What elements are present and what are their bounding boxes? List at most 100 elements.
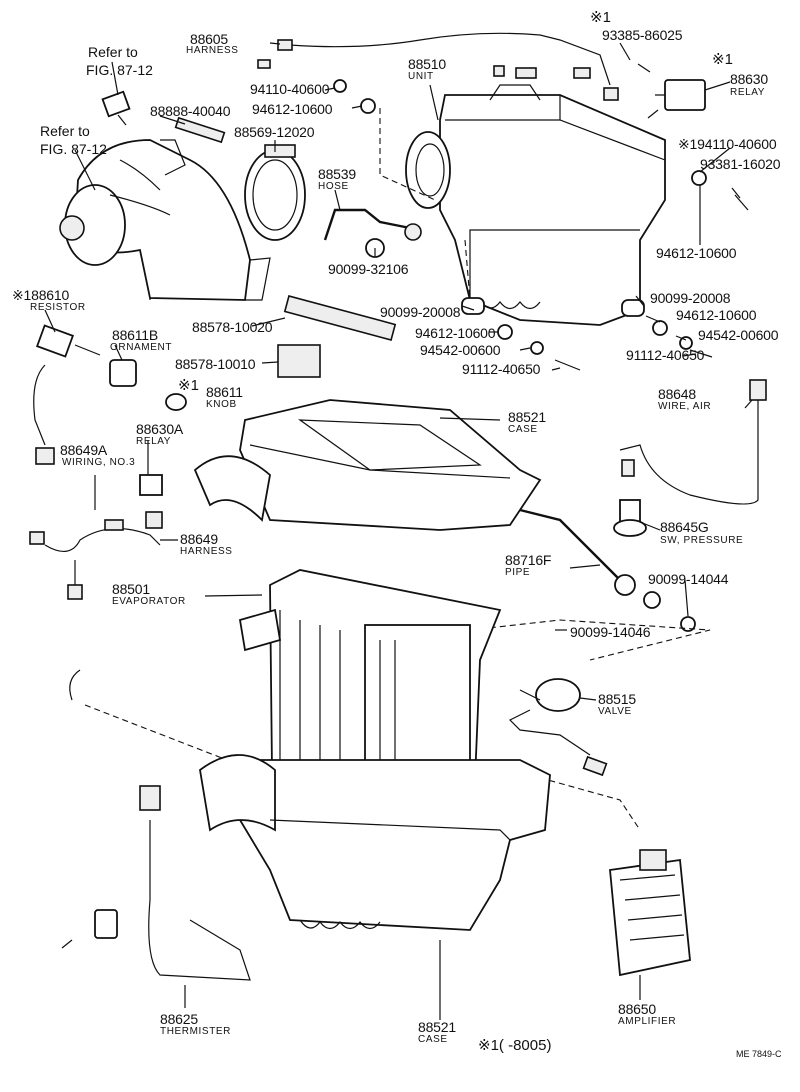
label-94542-00600-b: 94542-00600 [698, 327, 779, 343]
seal-pad-drawing [277, 344, 321, 378]
label-pipe: PIPE [505, 567, 531, 578]
label-94612-10600-c: 94612-10600 [415, 325, 496, 341]
gasket-strip-drawing [174, 116, 226, 144]
label-88630: 88630 [730, 71, 768, 87]
label-88611: 88611 [206, 384, 243, 400]
label-88501: 88501 [112, 581, 150, 597]
label-88605: 88605 [190, 31, 228, 47]
seal-strip-drawing [283, 295, 397, 341]
label-88515: 88515 [598, 691, 636, 707]
wiring-connector-drawing [35, 447, 55, 465]
label-88649a: 88649A [60, 442, 108, 458]
label-88539: 88539 [318, 166, 356, 182]
band-ring-drawing [244, 144, 306, 241]
label-88650: 88650 [618, 1001, 656, 1017]
nut-drawing [333, 79, 347, 93]
label-resistor: RESISTOR [30, 302, 86, 313]
label-88578-10020: 88578-10020 [192, 319, 273, 335]
label-91112-40650-b: 91112-40650 [626, 347, 705, 363]
label-88716f: 88716F [505, 552, 552, 568]
hose-end-drawing [404, 223, 422, 241]
blower-unit-drawing [59, 139, 271, 301]
label-relay: RELAY [730, 87, 766, 98]
label-88521-lower: 88521 [418, 1019, 456, 1035]
label-evaporator: EVAPORATOR [112, 596, 186, 607]
label-wire-air: WIRE, AIR [658, 401, 712, 412]
upper-case-drawing [193, 399, 542, 531]
resistor-drawing [33, 324, 101, 446]
harness-connector-drawing [277, 39, 293, 51]
relay-drawing [664, 79, 706, 111]
amplifier-drawing [609, 849, 691, 977]
screw-drawing [637, 63, 651, 73]
label-88611b: 88611B [112, 327, 159, 343]
label-ornament: ORNAMENT [110, 342, 173, 353]
footnote-date-range: ※1( -8005) [478, 1037, 552, 1054]
wire-air-drawing [619, 400, 759, 505]
ornament-drawing [109, 359, 137, 387]
label-sw-pressure: SW, PRESSURE [660, 535, 744, 546]
pressure-switch-drawing [613, 499, 647, 537]
diagram-code: ME 7849-C [736, 1049, 782, 1059]
pipe-drawing [519, 508, 621, 581]
label-90099-14044: 90099-14044 [648, 571, 729, 587]
label-hose: HOSE [318, 181, 349, 192]
label-94612-10600-b: 94612-10600 [656, 245, 737, 261]
label-88610: ※188610 [12, 287, 70, 303]
label-93381-16020: 93381-16020 [700, 156, 781, 172]
label-88578-10010: 88578-10010 [175, 356, 256, 372]
relay-small-drawing [139, 474, 163, 496]
label-star1-knob: ※1 [178, 377, 199, 394]
label-88888-40040: 88888-40040 [150, 103, 231, 119]
label-88510: 88510 [408, 56, 446, 72]
collar-drawing [461, 297, 485, 315]
label-refer-to-1: Refer to [88, 44, 138, 60]
label-star1-top: ※1 [590, 9, 611, 26]
label-refer-to-2: Refer to [40, 123, 90, 139]
label-94542-00600-a: 94542-00600 [420, 342, 501, 358]
label-88521-upper: 88521 [508, 409, 546, 425]
label-88630a: 88630A [136, 421, 184, 437]
label-fig-87-12-2: FIG. 87-12 [40, 141, 107, 157]
label-93385-86025: 93385-86025 [602, 27, 683, 43]
harness-top-drawing [289, 32, 611, 86]
label-94612-10600-d: 94612-10600 [676, 307, 757, 323]
label-case-lower: CASE [418, 1034, 448, 1045]
label-88649: 88649 [180, 531, 218, 547]
label-knob: KNOB [206, 399, 237, 410]
knob-drawing [165, 393, 187, 411]
bracket-drawing [94, 909, 118, 939]
label-90099-20008-a: 90099-20008 [380, 304, 461, 320]
label-88645g: 88645G [660, 519, 709, 535]
label-unit: UNIT [408, 71, 434, 82]
label-90099-32106: 90099-32106 [328, 261, 409, 277]
clip-drawing [69, 669, 81, 701]
hose-drawing [323, 208, 411, 241]
label-fig-87-12-1: FIG. 87-12 [86, 62, 153, 78]
label-90099-20008-b: 90099-20008 [650, 290, 731, 306]
label-thermister: THERMISTER [160, 1026, 231, 1037]
label-valve: VALVE [598, 706, 632, 717]
label-90099-14046: 90099-14046 [570, 624, 651, 640]
label-94110-40600: 94110-40600 [250, 81, 330, 97]
label-91112-40650-a: 91112-40650 [462, 361, 541, 377]
thermister-drawing [148, 820, 251, 981]
lower-case-drawing [199, 754, 551, 931]
cooling-unit-drawing [405, 84, 666, 326]
label-94612-10600-a: 94612-10600 [252, 101, 333, 117]
label-case-upper: CASE [508, 424, 538, 435]
label-harness: HARNESS [180, 546, 233, 557]
expansion-valve-drawing [508, 678, 608, 777]
label-88625: 88625 [160, 1011, 198, 1027]
label-star1-relay: ※1 [712, 51, 733, 68]
label-amplifier: AMPLIFIER [618, 1016, 677, 1027]
label-88569-12020: 88569-12020 [234, 124, 315, 140]
label-relay-a: RELAY [136, 436, 172, 447]
label-88648: 88648 [658, 386, 696, 402]
label-wiring-no3: WIRING, NO.3 [62, 457, 136, 468]
label-harness-top: HARNESS [186, 45, 239, 56]
label-94110-40600-star: ※194110-40600 [678, 136, 777, 152]
resistor-bracket-drawing [101, 90, 131, 126]
